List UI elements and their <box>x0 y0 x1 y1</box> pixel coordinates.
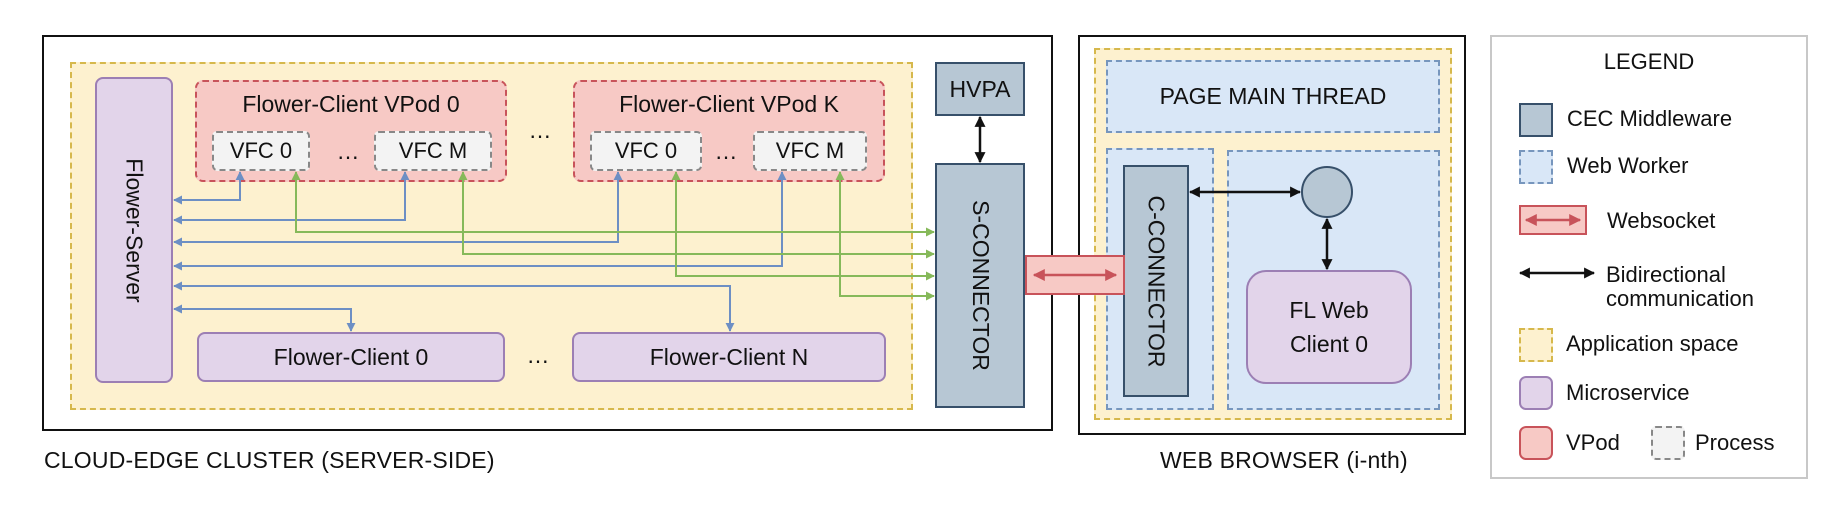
page-main-thread-label: PAGE MAIN THREAD <box>1159 83 1387 109</box>
legend-appspace-label: Application space <box>1566 331 1739 356</box>
link-vpodk-vfcm-sconnector <box>835 171 935 301</box>
vpod-k-title: Flower-Client VPod K <box>619 90 839 117</box>
vpod-0-ellipsis: … <box>336 137 360 164</box>
server-caption: CLOUD-EDGE CLUSTER (SERVER-SIDE) <box>44 447 495 473</box>
browser-caption: WEB BROWSER (i-nth) <box>1160 447 1408 473</box>
legend-vpod-label: VPod <box>1566 430 1620 455</box>
vpod-0-vfc-0: VFC 0 <box>212 131 310 171</box>
vpod-k-ellipsis: … <box>714 137 738 164</box>
legend-micro-label: Microservice <box>1566 380 1690 405</box>
legend-websocket-label: Websocket <box>1607 208 1716 233</box>
fl-web-client-line1: FL Web <box>1289 297 1369 323</box>
hvpa-label: HVPA <box>949 75 1011 102</box>
link-client0-server <box>173 304 356 332</box>
vpod-ellipsis: … <box>528 116 552 143</box>
link-clientn-server <box>173 281 735 332</box>
link-vpod0-vfc0-server <box>173 171 245 205</box>
legend-cec-swatch <box>1519 103 1553 137</box>
legend-process-swatch <box>1651 426 1685 460</box>
c-connector: C-CONNECTOR <box>1123 165 1189 397</box>
page-main-thread: PAGE MAIN THREAD <box>1106 60 1440 133</box>
fl-web-client: FL Web Client 0 <box>1246 270 1412 384</box>
legend-cec-label: CEC Middleware <box>1567 106 1733 131</box>
vpod-k-vfc-m-label: VFC M <box>775 138 845 163</box>
legend-process-label: Process <box>1695 430 1775 455</box>
vpod-0-title: Flower-Client VPod 0 <box>242 90 460 117</box>
vpod-0-vfc-m-label: VFC M <box>398 138 468 163</box>
legend-bidirectional-line1: Bidirectional <box>1606 262 1726 287</box>
vpod-k-vfc-m: VFC M <box>753 131 867 171</box>
legend-vpod-swatch <box>1519 426 1553 460</box>
flower-client-0: Flower-Client 0 <box>197 332 505 382</box>
flower-client-ellipsis: … <box>526 341 550 368</box>
flower-client-n: Flower-Client N <box>572 332 886 382</box>
fl-web-client-line2: Client 0 <box>1290 331 1368 357</box>
link-vpod0-vfcm-server <box>173 171 410 225</box>
link-vpod0-vfc0-sconnector <box>291 171 935 237</box>
vpod-k-vfc-0-label: VFC 0 <box>614 138 678 163</box>
legend-worker-label: Web Worker <box>1567 153 1689 178</box>
s-connector: S-CONNECTOR <box>935 163 1025 408</box>
main-thread-circle <box>1301 166 1353 218</box>
vpod-k-vfc-0: VFC 0 <box>590 131 702 171</box>
legend-title: LEGEND <box>1603 49 1695 74</box>
flower-client-0-label: Flower-Client 0 <box>273 343 429 370</box>
vpod-0-vfc-m: VFC M <box>374 131 492 171</box>
vpod-0-vfc-0-label: VFC 0 <box>229 138 293 163</box>
legend-micro-swatch <box>1519 376 1553 410</box>
flower-client-n-label: Flower-Client N <box>649 343 809 370</box>
link-vpodk-vfc0-sconnector <box>671 171 935 281</box>
legend-bidirectional-line2: communication <box>1606 286 1754 311</box>
flower-server: Flower-Server <box>95 77 173 383</box>
hvpa-box: HVPA <box>935 62 1025 116</box>
legend-appspace-swatch <box>1519 328 1553 362</box>
legend-worker-swatch <box>1519 150 1553 184</box>
